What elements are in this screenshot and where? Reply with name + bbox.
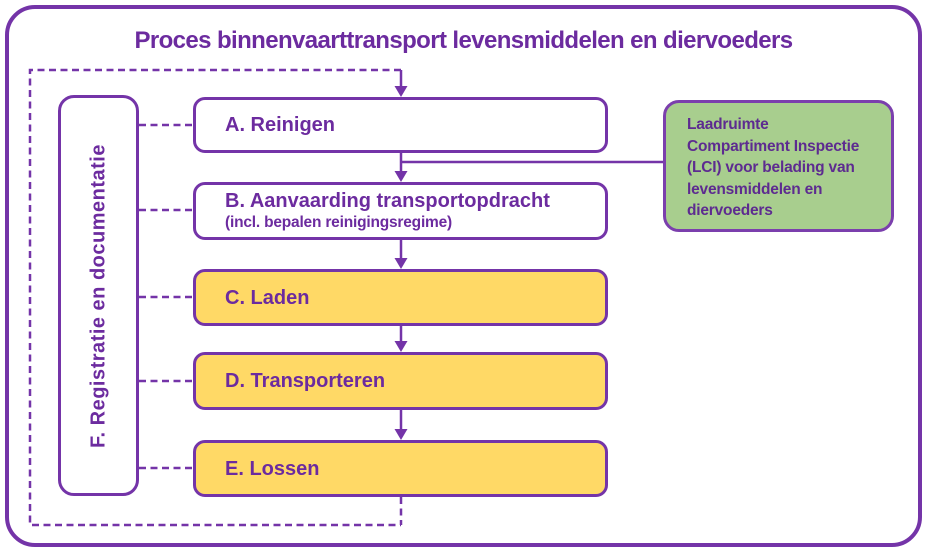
process-box-laden-label: C. Laden [225, 286, 310, 309]
lci-note-line: diervoeders [687, 202, 773, 219]
process-box-transporteren-label: D. Transporteren [225, 370, 386, 392]
process-box-lossen-label: E. Lossen [225, 457, 320, 480]
process-box-aanvaarding-sublabel: (incl. bepalen reinigingsregime) [225, 214, 453, 231]
lci-note-box: Laadruimte Compartiment Inspectie (LCI) … [663, 100, 894, 232]
process-box-laden: C. Laden [193, 269, 608, 326]
lci-note-line: Compartiment Inspectie [687, 137, 860, 155]
lci-note-line: (LCI) voor belading van [687, 159, 855, 176]
lci-note-line: levensmiddelen en [687, 180, 823, 198]
registration-box: F. Registratie en documentatie [58, 95, 139, 496]
process-box-reinigen: A. Reinigen [193, 97, 608, 153]
process-box-lossen: E. Lossen [193, 440, 608, 497]
outer-frame [5, 5, 922, 547]
process-box-aanvaarding: B. Aanvaarding transportopdracht (incl. … [193, 182, 608, 240]
process-box-reinigen-label: A. Reinigen [225, 114, 336, 136]
registration-box-label: F. Registratie en documentatie [87, 143, 109, 448]
diagram-title: Proces binnenvaarttransport levensmiddel… [134, 27, 793, 54]
process-box-aanvaarding-label: B. Aanvaarding transportopdracht [225, 190, 550, 212]
lci-note-line: Laadruimte [687, 116, 769, 133]
process-box-transporteren: D. Transporteren [193, 352, 608, 410]
